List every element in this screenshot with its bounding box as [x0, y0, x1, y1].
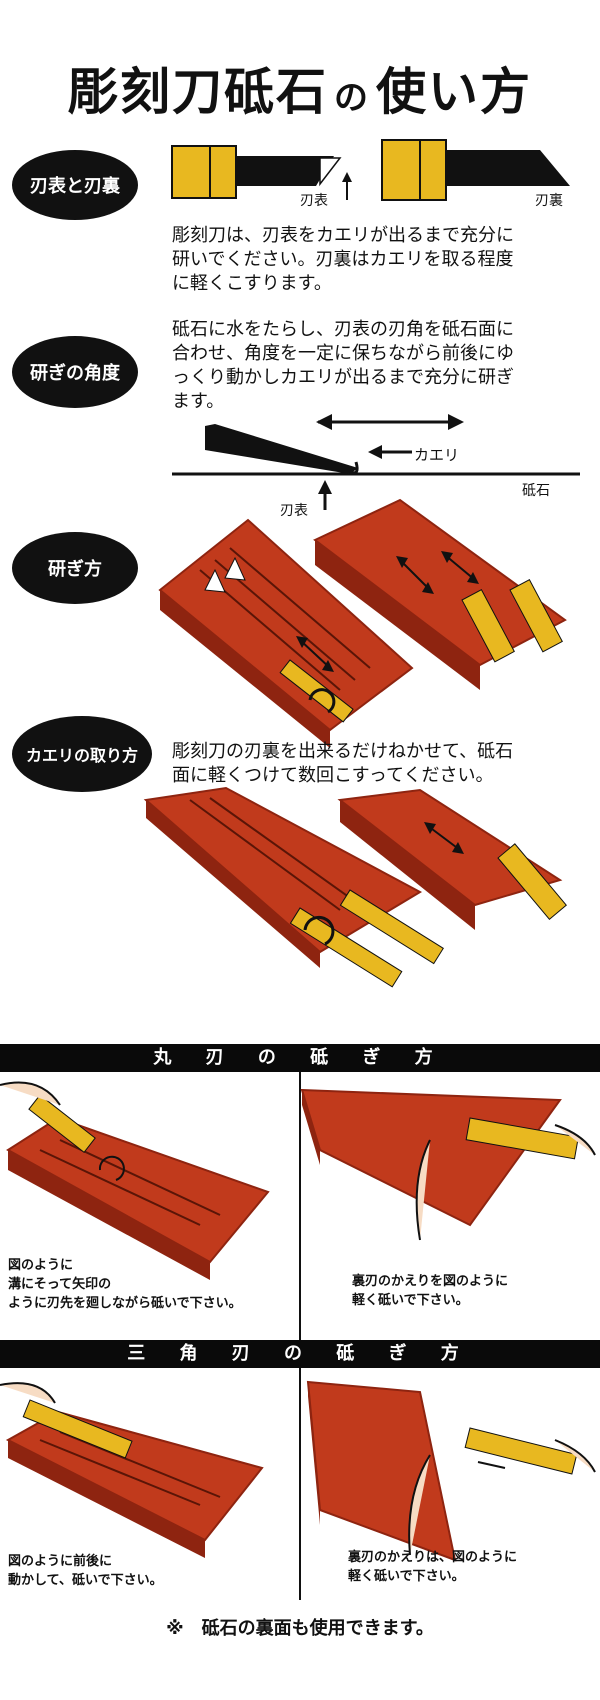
stone-flat-d: [337, 788, 567, 930]
triangle-blade-right-stone: [306, 1380, 596, 1562]
stone-grooved-c: [143, 786, 444, 988]
triangle-blade-header: 三 角 刃 の 砥 ぎ 方: [0, 1340, 600, 1368]
triangle-blade-left-caption: 図のように前後に 動かして、砥いで下さい。: [8, 1554, 163, 1588]
section2-text: 砥石に水をたらし、刃表の刃角を砥石面に 合わせ、角度を一定に保ちながら前後にゆ …: [172, 319, 514, 412]
footer-note: ※ 砥石の裏面も使用できます。: [166, 1618, 434, 1639]
triangle-blade-divider: [299, 1368, 301, 1600]
section-label-method: 研ぎ方: [12, 532, 138, 604]
label-burr: カエリ: [414, 446, 460, 464]
title-particle: の: [334, 78, 370, 118]
label-blade-back: 刃裏: [535, 193, 563, 209]
round-blade-left-stone: [0, 1081, 270, 1280]
section-label-burr-removal: カエリの取り方: [12, 716, 152, 792]
section-label-blade-sides: 刃表と刃裏: [12, 150, 138, 220]
stone-grooved-a: [158, 518, 414, 748]
round-blade-divider: [299, 1072, 301, 1340]
triangle-blade-right-caption: 裏刃のかえりは、図のように 軽く砥いで下さい。: [348, 1550, 518, 1584]
title-main: 彫刻刀砥石: [68, 63, 328, 121]
section4-text: 彫刻刀の刃裏を出来るだけねかせて、砥石 面に軽くつけて数回こすってください。: [172, 741, 514, 786]
label-blade-face: 刃表: [300, 193, 328, 209]
round-blade-right-stone: [300, 1088, 596, 1241]
chisel-back-illustration: [381, 139, 570, 201]
label-blade-face-angle: 刃表: [280, 503, 308, 519]
section1-text: 彫刻刀は、刃表をカエリが出るまで充分に 研いでください。刃裏はカエリを取る程度 …: [172, 225, 514, 294]
chisel-face-illustration: [171, 145, 352, 200]
round-blade-right-caption: 裏刃のかえりを図のように 軽く砥いで下さい。: [352, 1274, 509, 1308]
round-blade-left-caption: 図のように 溝にそって矢印の ように刃先を廻しながら砥いで下さい。: [8, 1258, 242, 1311]
label-stone: 砥石: [522, 483, 550, 499]
page-title: 彫刻刀砥石の使い方: [0, 52, 600, 124]
stone-flat-b: [313, 498, 567, 690]
title-rest: 使い方: [376, 63, 532, 121]
triangle-blade-left-stone: [0, 1382, 264, 1558]
round-blade-header: 丸 刃 の 砥 ぎ 方: [0, 1044, 600, 1072]
section-label-angle: 研ぎの角度: [12, 336, 138, 408]
